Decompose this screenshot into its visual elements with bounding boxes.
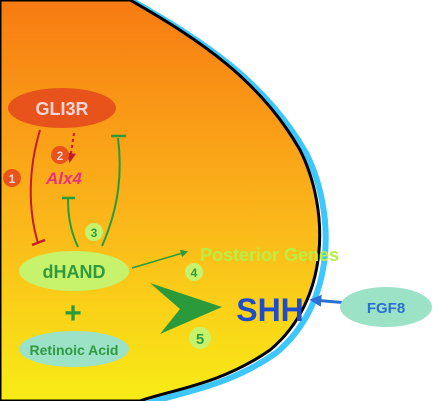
shh-label: SHH: [236, 292, 304, 328]
dhand-to-posterior-genes-arrow: [131, 249, 189, 269]
plus-sign: +: [64, 297, 82, 330]
gli3r-inhibits-dhand-line: [29, 129, 41, 244]
alx4-label: Alx4: [45, 169, 82, 188]
posterior-genes-label: Posterior Genes: [200, 245, 339, 265]
gli3r-to-alx4-arrow: [66, 132, 76, 163]
step-badge-2-label: 2: [57, 149, 64, 163]
step-badge-1-label: 1: [9, 172, 16, 186]
step-badge-5: 5: [189, 327, 211, 349]
fgf8-label: FGF8: [367, 300, 405, 317]
retinoic-acid-label: Retinoic Acid: [30, 342, 119, 358]
dhand-inhibits-alx4-line: [67, 197, 79, 248]
gli3r-node: [8, 88, 116, 128]
step-badge-2: 2: [51, 146, 69, 164]
step-badge-3-label: 3: [91, 226, 98, 240]
retinoic-acid-node: [19, 331, 129, 367]
step-badge-3: 3: [85, 223, 103, 241]
step-badge-5-label: 5: [196, 331, 204, 348]
dhand-ra-to-shh-arrow: [150, 283, 222, 334]
step-badge-1: 1: [3, 169, 21, 187]
step-badge-4: 4: [185, 263, 203, 281]
dhand-inhibits-gli3r-line: [101, 137, 121, 247]
gli3r-label: GLI3R: [35, 99, 88, 119]
dhand-node: [19, 251, 129, 291]
fgf8-node: [340, 287, 432, 327]
gli3r-inhibits-dhand-bar: [31, 238, 46, 247]
step-badge-4-label: 4: [191, 266, 198, 280]
dhand-label: dHAND: [43, 262, 106, 282]
